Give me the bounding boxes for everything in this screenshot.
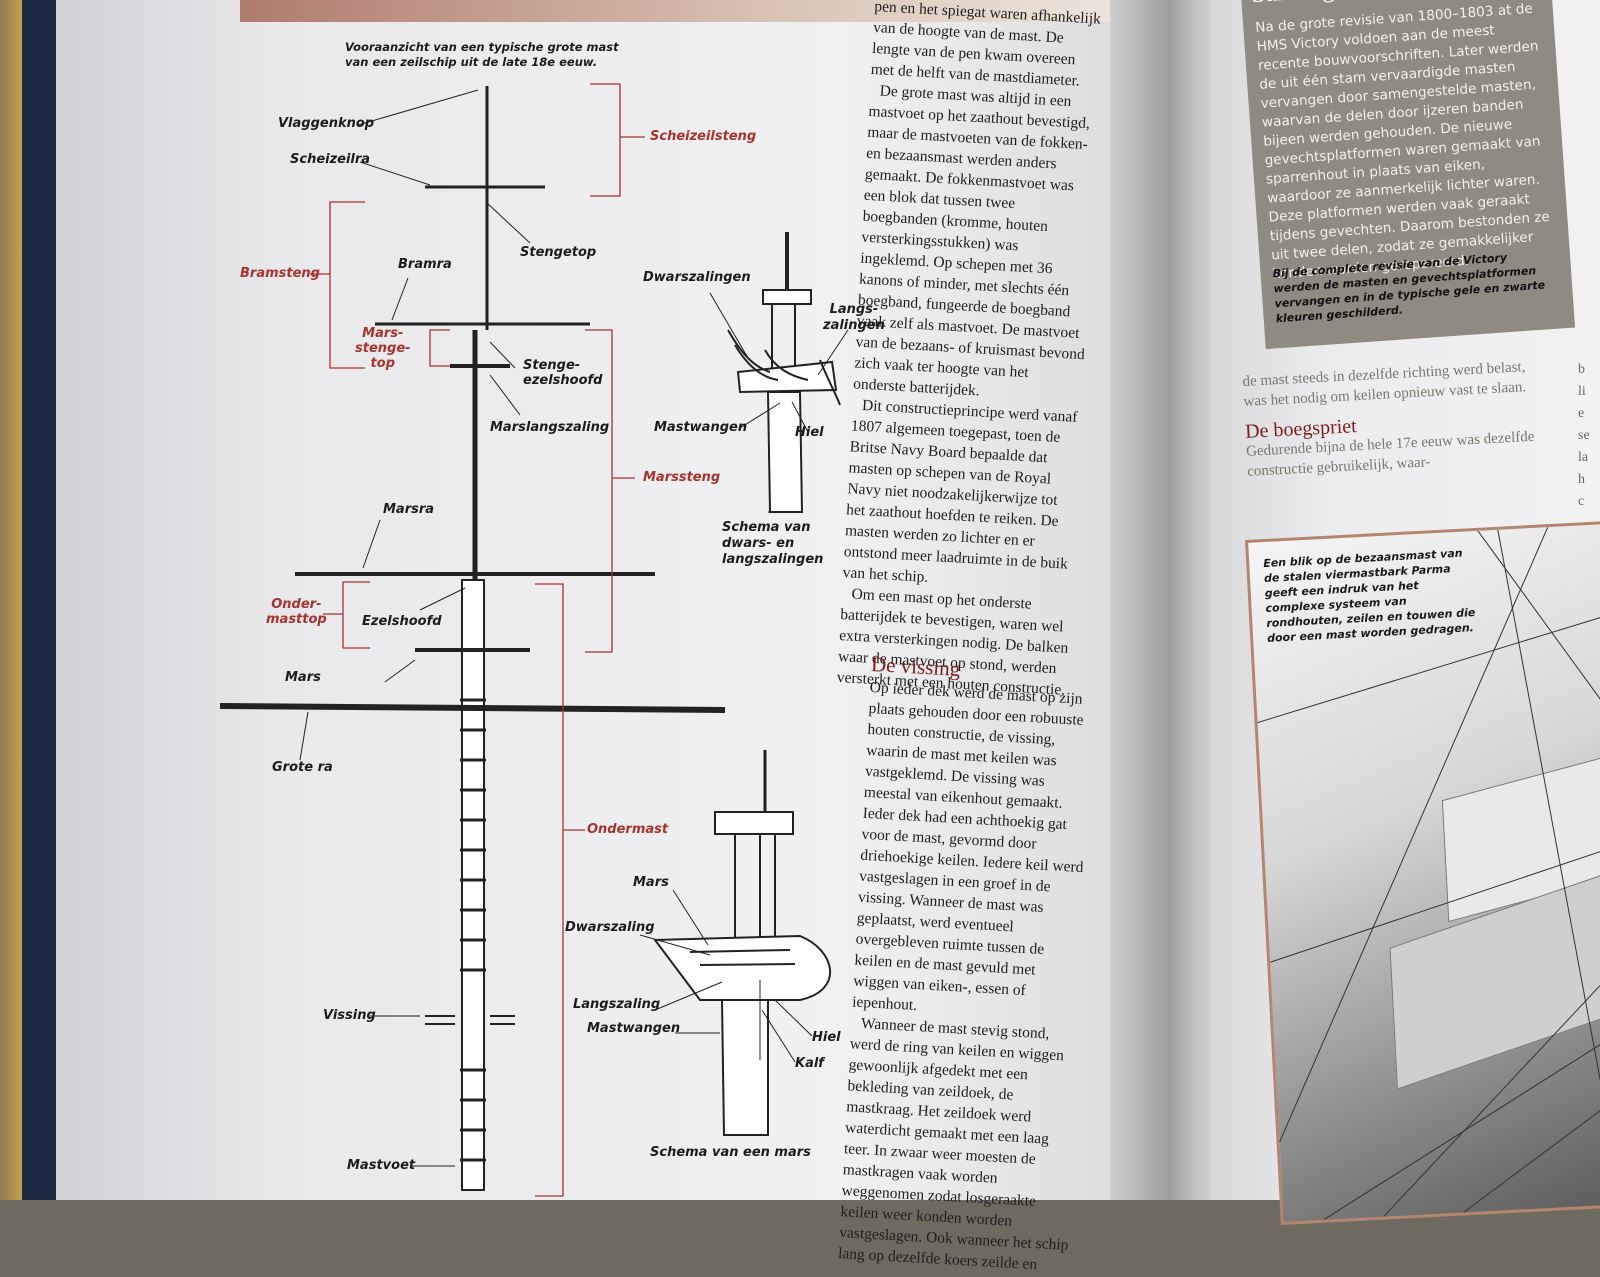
label-stenge-ezelshoofd: Stenge- ezelshoofd [523,358,603,388]
label-ondermasttop: Onder- masttop [266,597,327,627]
label-grote-ra: Grote ra [272,760,333,775]
box-text: Na de grote revisie van 1800–1803 at de … [1254,0,1551,283]
lower-mast [461,579,485,1191]
label-marssteng: Marssteng [643,470,721,485]
body-text-top: pen en het spiegat waren afhankelijk van… [836,0,1104,701]
paragraph: pen en het spiegat waren afhankelijk van… [870,0,1102,90]
ship-photo: Een blik op de bezaansmast van de stalen… [1245,520,1600,1226]
photo-caption: Een blik op de bezaansmast van de stalen… [1262,546,1476,645]
label-langszaling: Langszaling [573,997,661,1012]
margin-letter: e [1578,406,1585,421]
label-vissing: Vissing [323,1008,376,1023]
paragraph: Wanneer de mast stevig stond, werd de ri… [837,1014,1069,1274]
sidebar-box: Sameng Na de grote revisie van 1800–1803… [1240,0,1576,350]
label-mastvoet: Mastvoet [347,1158,416,1173]
label-mastwangen-top: Mastwangen [654,420,748,435]
label-dwarszaling: Dwarszaling [565,920,655,935]
caption-mars: Schema van een mars [650,1145,811,1160]
grote-ra [219,703,726,713]
label-marslangszaling: Marslangszaling [490,420,610,435]
label-hiel-top: Hiel [795,425,824,440]
label-ezelshoofd: Ezelshoofd [362,614,442,629]
mast-diagram [219,83,849,1197]
right-column-text: de mast steeds in dezelfde richting werd… [1242,356,1547,482]
caption-zalingen: Schema van dwars- en langszalingen [722,520,824,567]
left-page [56,0,1176,1200]
label-langszalingen: Langs- zalingen [823,302,885,333]
margin-letter: se [1578,428,1590,443]
label-ondermast: Ondermast [587,822,669,837]
margin-letter: c [1578,494,1585,509]
label-marsra: Marsra [383,502,435,517]
label-dwarszalingen: Dwarszalingen [643,270,751,285]
body-text-bottom: De vissing Op ieder dek werd de mast op … [838,648,1102,1277]
label-mastwangen-bottom: Mastwangen [587,1021,681,1036]
label-bramra: Bramra [398,257,452,272]
label-stengetop: Stengetop [520,245,597,260]
paragraph: Dit constructieprincipe werd vanaf 1807 … [842,396,1078,586]
label-hiel-bottom: Hiel [812,1030,841,1045]
margin-letter: b [1578,362,1585,377]
label-mars-stenge-top: Mars- stenge- top [355,326,411,371]
paragraph: Op ieder dek werd de mast op zijn plaats… [851,678,1084,1015]
label-mars: Mars [285,670,321,685]
header-image-strip [240,0,1140,22]
margin-letter: h [1578,472,1585,487]
label-scheizeilsteng: Scheizeilsteng [650,129,757,144]
label-mars-detail: Mars [633,875,669,890]
label-scheizeilra: Scheizeilra [290,152,371,167]
paragraph: De grote mast was altijd in een mastvoet… [852,82,1091,400]
book-cover-edge [22,0,58,1200]
margin-letter: li [1578,384,1586,399]
rigging-lines [1257,526,1600,1221]
margin-letter: la [1578,450,1589,465]
diagram-caption: Vooraanzicht van een typische grote mast… [345,40,619,69]
label-vlaggenknop: Vlaggenknop [278,116,375,131]
label-bramsteng: Bramsteng [240,266,320,281]
box-title: Sameng [1250,0,1336,9]
label-kalf: Kalf [795,1056,824,1071]
